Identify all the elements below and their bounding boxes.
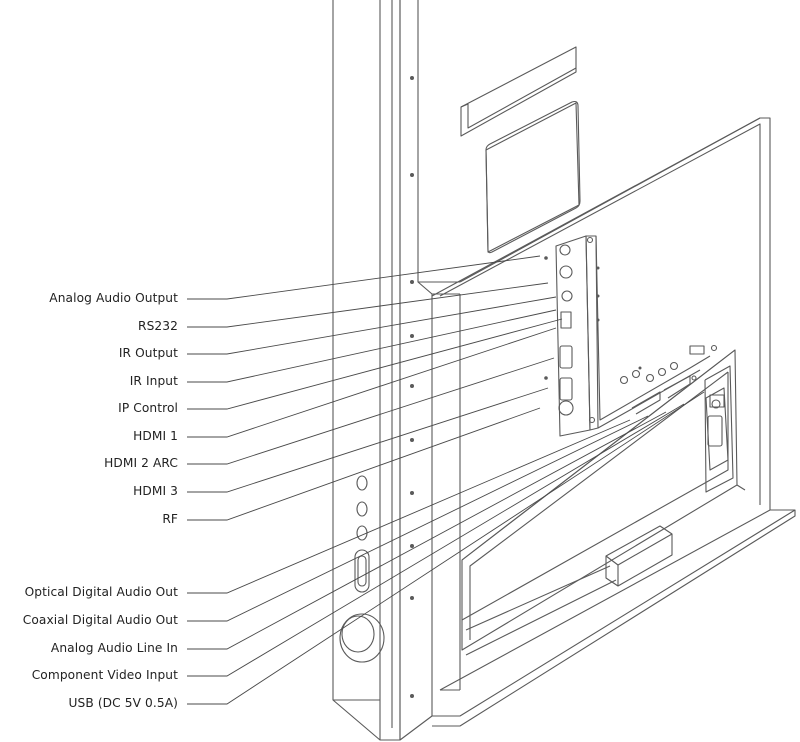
label-optical-digital-audio-out: Optical Digital Audio Out [24,585,178,599]
label-rf: RF [162,512,178,526]
display-window [485,100,581,254]
power-inlet [705,387,729,471]
leader-line-hdmi-2-arc [187,357,555,465]
leader-line-rf [187,407,541,521]
leader-line-analog-audio-output [187,255,541,300]
label-ip-control: IP Control [118,401,178,415]
screw-holes [410,76,642,698]
label-analog-audio-output: Analog Audio Output [49,291,178,305]
connector-module [555,235,718,437]
leader-line-rs232 [187,282,549,328]
leader-line-usb [187,391,705,705]
label-coaxial-digital-audio-out: Coaxial Digital Audio Out [22,613,178,627]
label-hdmi-3: HDMI 3 [133,484,178,498]
label-hdmi-2-arc: HDMI 2 ARC [104,456,178,470]
label-hdmi-1: HDMI 1 [133,429,178,443]
leader-line-ir-input [187,309,557,383]
label-ir-output: IR Output [118,346,178,360]
label-rs232: RS232 [138,319,178,333]
leader-line-hdmi-1 [187,327,557,438]
leader-line-optical-digital-audio-out [187,419,631,594]
label-usb: USB (DC 5V 0.5A) [68,696,178,710]
label-component-video-input: Component Video Input [31,668,178,682]
frame-top-slot [460,46,577,137]
leader-line-hdmi-3 [187,387,549,493]
leader-line-coaxial-digital-audio-out [187,415,649,622]
leader-line-ip-control [187,318,563,410]
leader-line-ir-output [187,296,557,355]
side-buttons [339,475,385,663]
bottom-handle [465,525,673,656]
callout-leaders [187,255,705,705]
label-ir-input: IR Input [129,374,178,388]
leader-line-component-video-input [187,403,685,677]
leader-line-analog-audio-line-in [187,411,667,650]
label-analog-audio-line-in: Analog Audio Line In [50,641,178,655]
